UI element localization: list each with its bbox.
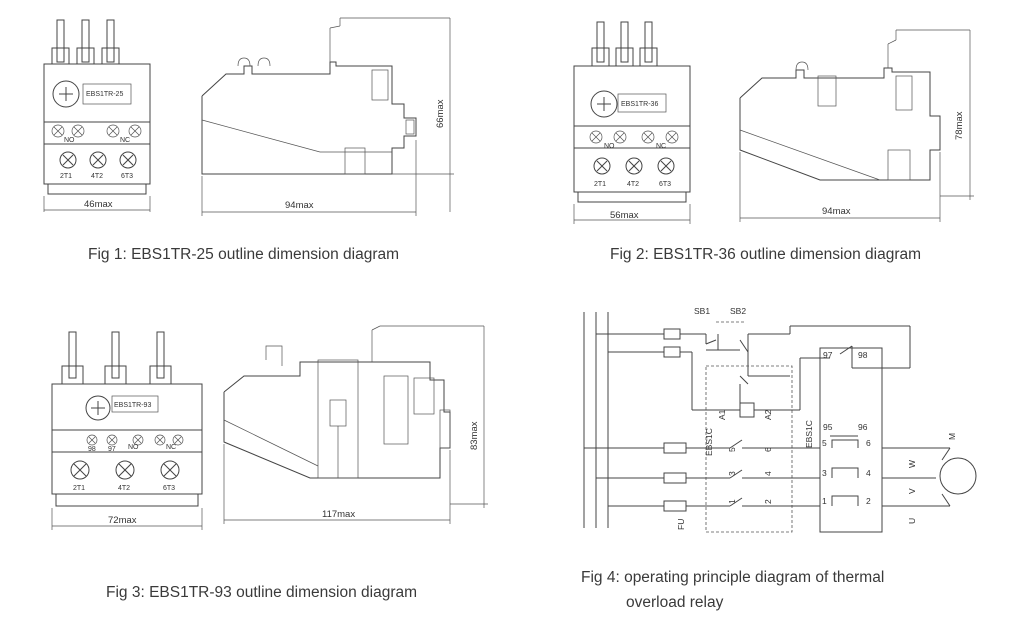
fig4-contactor-t3: 3 [727,471,737,476]
fig2-terminal-4t2: 4T2 [627,181,639,188]
fig3-side-view: 83max 117max [223,325,488,524]
fig4-contactor-t2: 2 [763,499,773,504]
fig1-terminal-6t3: 6T3 [121,173,133,180]
fig4-relay-label: EBS1C [804,420,814,448]
fig3-terminal-6t3: 6T3 [163,485,175,492]
fig1-model-label: EBS1TR-25 [86,91,123,98]
fig4-coil-a1: A1 [717,409,727,420]
fig4-sb1-label: SB1 [694,306,710,316]
fig1-height-dim: 66max [435,99,446,128]
fig1-width-dim: 46max [84,199,113,210]
fig4-fuse-label: FU [676,519,686,530]
fig1-terminal-2t1: 2T1 [60,173,72,180]
fig1-nc-label: NC [120,137,130,144]
fig2-depth-dim: 94max [822,206,851,217]
fig4-caption-line1: Fig 4: operating principle diagram of th… [581,569,885,586]
fig4-relay-t4: 4 [866,468,871,478]
fig4-contactor-t5: 5 [727,447,737,452]
fig1-front-view: EBS1TR-25 NO NC 2T1 4T2 6T3 46max [43,19,151,212]
fig4-relay-95: 95 [823,422,833,432]
fig4-wiring-diagram: SB1 SB2 A1 A2 EBS1C 5 6 3 4 1 2 [583,306,977,533]
fig3-caption: Fig 3: EBS1TR-93 outline dimension diagr… [106,584,418,601]
fig2-nc-label: NC [656,143,666,150]
fig2-model-label: EBS1TR-36 [621,101,658,108]
fig2-no-label: NO [604,143,615,150]
fig2-height-dim: 78max [954,111,965,140]
fig4-motor-symbol [939,457,977,495]
fig4-relay-t1: 1 [822,496,827,506]
fig4-motor-label: M [947,433,957,440]
fig4-relay-t6: 6 [866,438,871,448]
fig2-terminal-6t3: 6T3 [659,181,671,188]
fig3-depth-dim: 117max [322,509,355,520]
fig4-coil-a2: A2 [763,409,773,420]
fig4-caption-line2: overload relay [626,594,724,611]
fig4-contactor-label: EBS1C [704,428,714,456]
fig4-relay-96: 96 [858,422,868,432]
fig4-sb2-label: SB2 [730,306,746,316]
fig1-side-view: 66max 94max [201,17,454,216]
fig4-phase-w: W [907,460,917,468]
fig4-contactor-t6: 6 [763,447,773,452]
fig2-side-view: 78max 94max [739,29,974,222]
fig3-width-dim: 72max [108,515,137,526]
fig4-relay-98: 98 [858,350,868,360]
fig3-terminal-4t2: 4T2 [118,485,130,492]
fig3-nc-label: NC [166,444,176,451]
fig4-phase-u: U [907,518,917,524]
fig4-relay-t3: 3 [822,468,827,478]
fig2-terminal-2t1: 2T1 [594,181,606,188]
fig3-model-label: EBS1TR-93 [114,402,151,409]
fig1-terminal-4t2: 4T2 [91,173,103,180]
fig3-aux-97: 97 [108,446,116,453]
fig3-aux-98: 98 [88,446,96,453]
fig4-phase-v: V [907,488,917,494]
fig4-relay-t2: 2 [866,496,871,506]
fig2-width-dim: 56max [610,210,639,221]
fig3-height-dim: 83max [469,421,480,450]
fig1-no-label: NO [64,137,75,144]
fig4-contactor-t1: 1 [727,499,737,504]
fig2-front-view: EBS1TR-36 NO NC 2T1 4T2 6T3 56max [573,21,691,224]
fig1-caption: Fig 1: EBS1TR-25 outline dimension diagr… [88,246,400,263]
fig3-no-label: NO [128,444,139,451]
fig3-front-view: EBS1TR-93 98 97 NO NC 2T1 4T2 6T3 72max [51,331,203,530]
fig4-relay-97: 97 [823,350,833,360]
fig4-relay-t5: 5 [822,438,827,448]
fig1-depth-dim: 94max [285,200,314,211]
fig3-terminal-2t1: 2T1 [73,485,85,492]
fig2-caption: Fig 2: EBS1TR-36 outline dimension diagr… [610,246,922,263]
fig4-contactor-t4: 4 [763,471,773,476]
